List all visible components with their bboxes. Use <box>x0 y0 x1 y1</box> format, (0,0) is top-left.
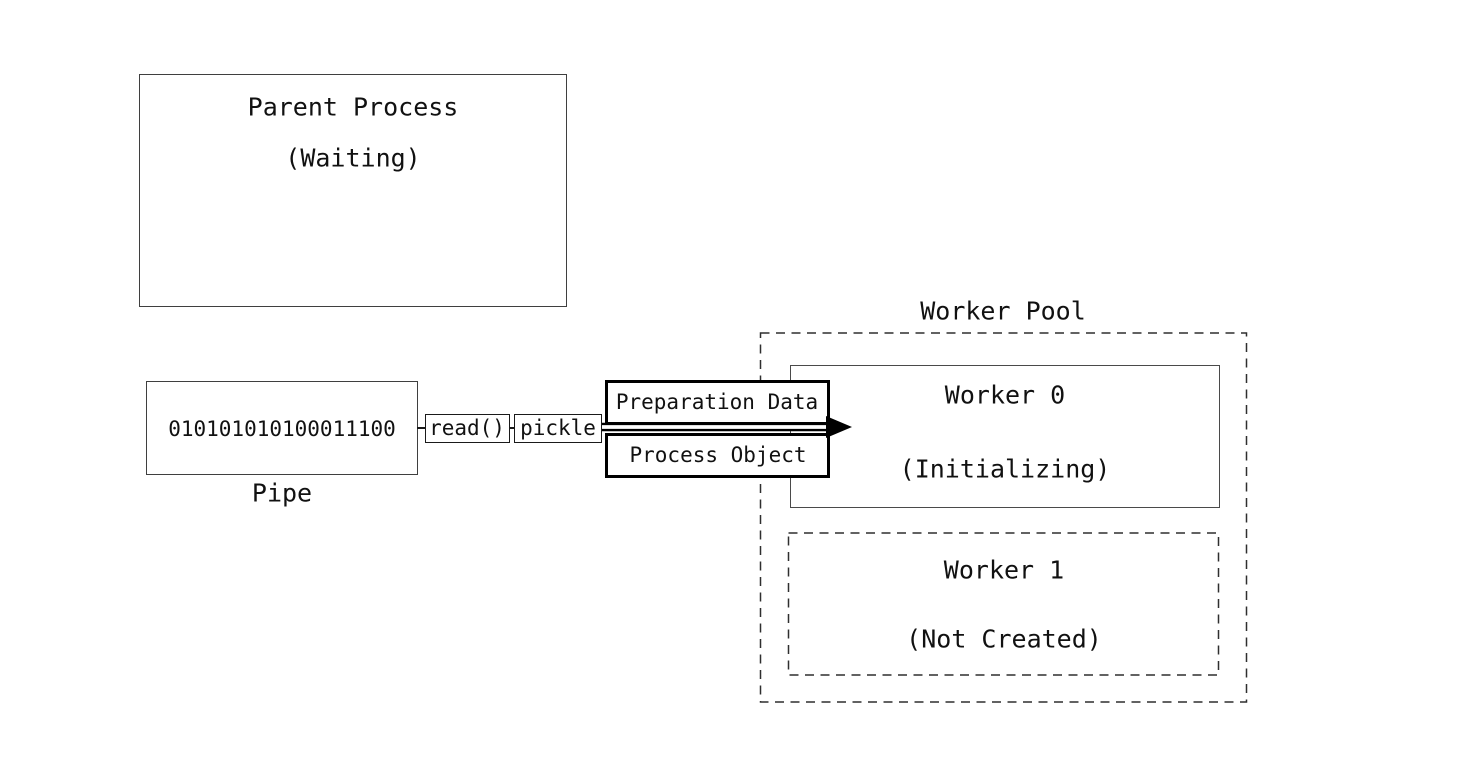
preparation-data-label: Preparation Data <box>615 390 819 414</box>
pipe-binary-data: 010101010100011100 <box>168 417 396 441</box>
worker-1-name: Worker 1 <box>943 555 1065 585</box>
pickle-box <box>514 414 602 443</box>
worker-1-status: (Not Created) <box>906 624 1102 654</box>
parent-process-title: Parent Process <box>247 92 459 122</box>
pipe-caption: Pipe <box>251 478 313 508</box>
worker-0-name: Worker 0 <box>944 380 1066 410</box>
parent-process-box <box>139 74 567 307</box>
worker-pool-title: Worker Pool <box>920 296 1086 326</box>
parent-process-status: (Waiting) <box>285 143 421 173</box>
read-call-box <box>425 414 510 443</box>
worker-0-status: (Initializing) <box>899 454 1111 484</box>
process-object-label: Process Object <box>629 443 807 467</box>
read-call-label: read() <box>429 416 505 440</box>
worker-1-box-outline <box>787 532 1220 676</box>
pickle-label: pickle <box>520 416 596 440</box>
